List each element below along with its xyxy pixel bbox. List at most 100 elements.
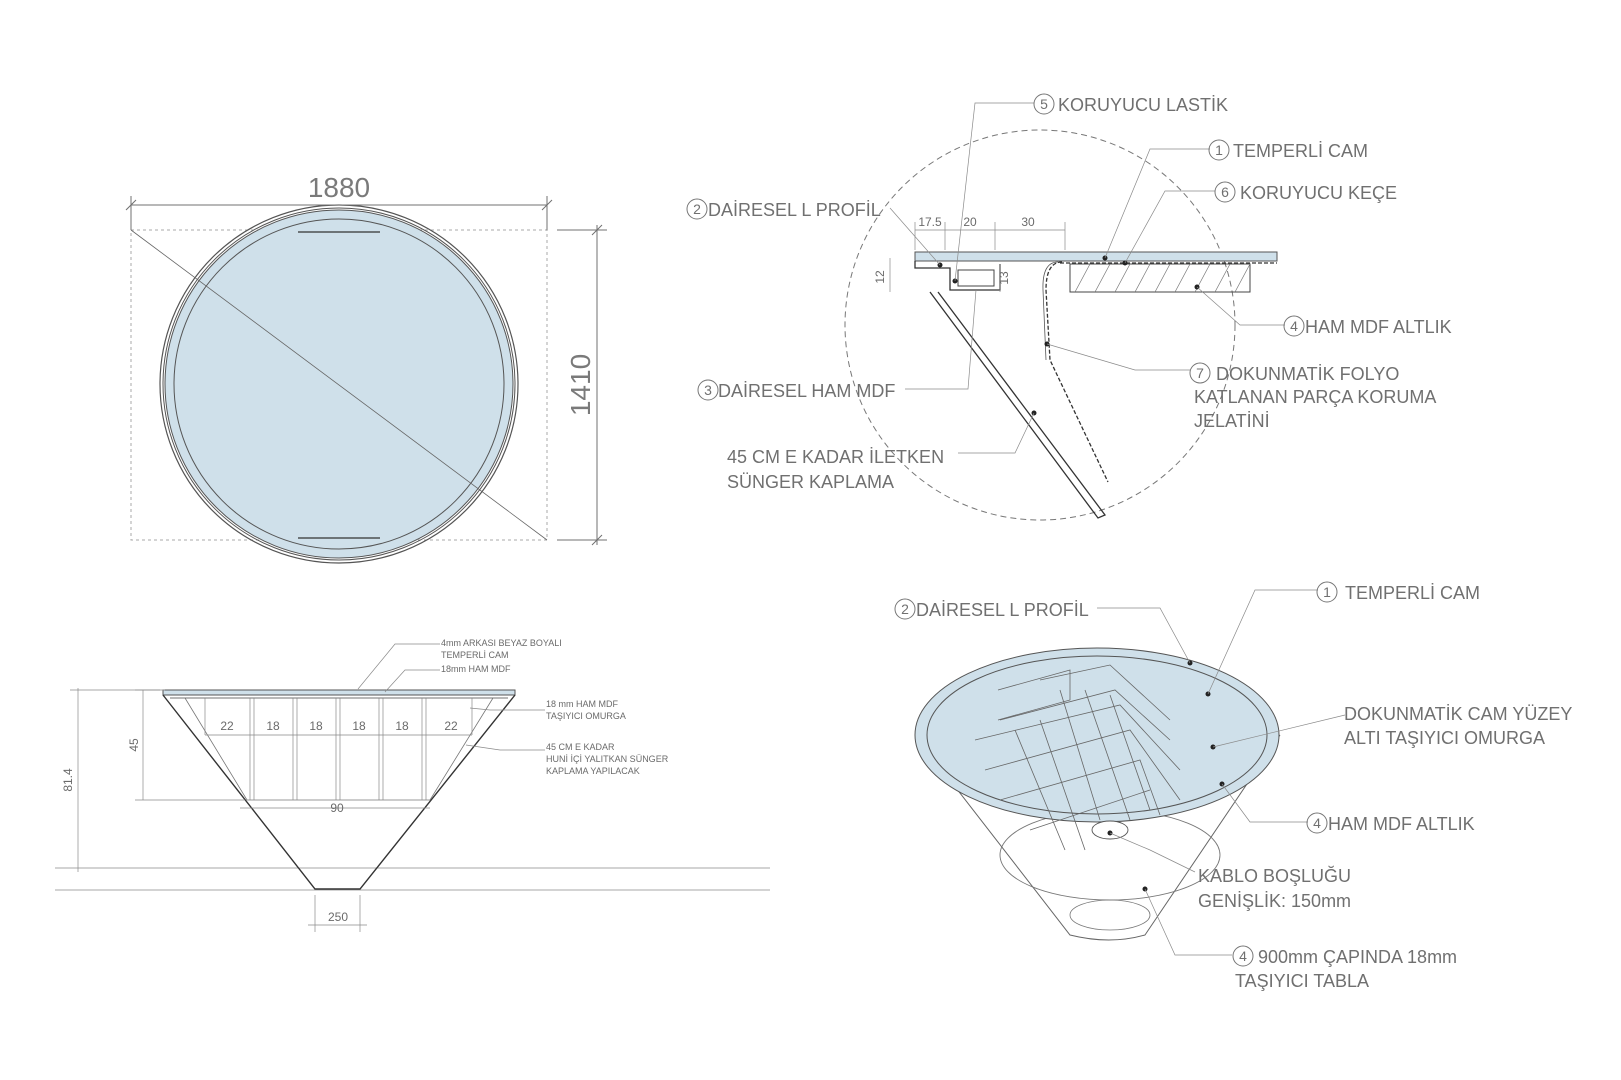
plan-view: 1880 1410 — [125, 172, 607, 564]
elev-spacing-5: 18 — [395, 719, 409, 733]
elev-note-frame-2: TAŞIYICI OMURGA — [546, 711, 626, 721]
callout-glass-label: TEMPERLİ CAM — [1233, 141, 1368, 161]
leader-felt — [1124, 190, 1215, 264]
elev-spacing-6: 22 — [444, 719, 458, 733]
persp-profile-label: DAİRESEL L PROFİL — [916, 600, 1089, 620]
callout-5-num: 5 — [1040, 96, 1048, 112]
detail-mdf-hatch — [1074, 263, 1251, 293]
persp-cone — [914, 734, 1281, 941]
elev-spacing-2: 18 — [266, 719, 280, 733]
callout-sponge-label-1: 45 CM E KADAR İLETKEN — [727, 447, 944, 467]
callout-6-circle — [1214, 181, 1236, 203]
persp-callout-1-circle — [1316, 581, 1338, 603]
persp-callout-4-circle — [1306, 812, 1328, 834]
detail-dim-30: 30 — [1021, 215, 1035, 229]
plan-width-label: 1880 — [308, 172, 370, 203]
persp-ribs — [974, 664, 1181, 851]
leader-mdf — [1196, 286, 1285, 326]
plan-bounding-box — [130, 229, 548, 541]
plan-inner-ring — [173, 218, 505, 550]
persp-cable-label-1: KABLO BOŞLUĞU — [1198, 865, 1351, 886]
persp-cable-hole — [1091, 820, 1129, 840]
detail-dim-20: 20 — [963, 215, 977, 229]
elev-leader-sponge — [465, 744, 545, 751]
callout-foil-label-2: KATLANAN PARÇA KORUMA — [1194, 387, 1436, 407]
callout-2-num: 2 — [693, 201, 701, 217]
detail-mdf-round — [957, 269, 995, 287]
elev-note-sponge-3: KAPLAMA YAPILACAK — [546, 766, 640, 776]
persp-glass-disc — [914, 647, 1280, 823]
callout-3-num: 3 — [704, 382, 712, 398]
elev-spacing-1: 22 — [220, 719, 234, 733]
elev-leader-frame — [469, 707, 545, 711]
detail-circle — [844, 129, 1236, 521]
plan-depth-label: 1410 — [565, 354, 596, 416]
plan-ring-2 — [162, 207, 516, 561]
leader-foil — [1046, 343, 1190, 371]
detail-mdf-base — [1069, 263, 1251, 293]
persp-callout-2-num: 2 — [901, 601, 909, 617]
elevation-cone — [162, 694, 516, 890]
callout-5-circle — [1033, 93, 1055, 115]
persp-callout-plate-num: 4 — [1239, 948, 1247, 964]
persp-callout-1-num: 1 — [1323, 584, 1331, 600]
persp-leader-profile — [1097, 607, 1191, 664]
elev-inner-height: 45 — [127, 738, 141, 752]
detail-dim-17-5: 17.5 — [918, 215, 942, 229]
callout-6-num: 6 — [1221, 184, 1229, 200]
persp-callout-2-circle — [894, 598, 916, 620]
callout-felt-label: KORUYUCU KEÇE — [1240, 183, 1397, 203]
callout-foil-label-3: JELATİNİ — [1194, 411, 1270, 431]
elev-spacing-3: 18 — [309, 719, 323, 733]
callout-foil-label-1: DOKUNMATİK FOLYO — [1216, 364, 1399, 384]
leader-rubber — [954, 102, 1034, 282]
depth-dim-tick-top — [591, 224, 603, 236]
callout-rubber-label: KORUYUCU LASTİK — [1058, 95, 1228, 115]
callout-7-circle — [1189, 362, 1211, 384]
leader-glass — [1104, 148, 1210, 259]
perspective-view: 2 DAİRESEL L PROFİL 1 TEMPERLİ CAM DOKUN… — [894, 581, 1572, 991]
persp-leader-plate — [1144, 888, 1232, 956]
width-dim-tick-left — [125, 199, 137, 211]
callout-sponge-label-2: SÜNGER KAPLAMA — [727, 472, 894, 492]
detail-glass — [914, 251, 1278, 262]
elev-note-sponge-2: HUNİ İÇİ YALITKAN SÜNGER — [546, 754, 669, 764]
callout-1-circle — [1208, 139, 1230, 161]
persp-frame-label-2: ALTI TAŞIYICI OMURGA — [1344, 728, 1545, 748]
persp-cable-label-2: GENİŞLİK: 150mm — [1198, 891, 1351, 911]
elevation-glass — [162, 689, 516, 696]
callout-7-num: 7 — [1196, 365, 1204, 381]
leader-profile — [889, 207, 941, 266]
callout-1-num: 1 — [1215, 142, 1223, 158]
depth-dim-tick-bottom — [591, 534, 603, 546]
persp-frame-label-1: DOKUNMATİK CAM YÜZEY — [1344, 704, 1572, 724]
persp-callout-plate-circle — [1232, 945, 1254, 967]
callout-4-num: 4 — [1290, 318, 1298, 334]
plan-glass-disc — [164, 209, 514, 559]
persp-mdf-label: HAM MDF ALTLIK — [1328, 814, 1475, 834]
persp-plate-label-2: TAŞIYICI TABLA — [1235, 971, 1369, 991]
elev-note-frame-1: 18 mm HAM MDF — [546, 699, 619, 709]
callout-mdf-round-label: DAİRESEL HAM MDF — [718, 381, 895, 401]
elev-note-glass-2: TEMPERLİ CAM — [441, 650, 509, 660]
elev-total-height: 81.4 — [61, 768, 75, 792]
persp-leader-mdf — [1221, 783, 1308, 823]
elev-note-glass-1: 4mm ARKASI BEYAZ BOYALI — [441, 638, 562, 648]
detail-foil-edge — [1042, 261, 1059, 361]
elevation-inner-cone — [184, 697, 494, 801]
persp-leader-cable — [1109, 832, 1196, 873]
elev-note-mdf: 18mm HAM MDF — [441, 664, 511, 674]
elev-spacing-4: 18 — [352, 719, 366, 733]
callout-mdf-label: HAM MDF ALTLIK — [1305, 317, 1452, 337]
callout-4-circle — [1283, 315, 1305, 337]
leader-mdf-round — [905, 289, 977, 390]
persp-base-ring — [1069, 899, 1151, 931]
elev-inner-width: 90 — [330, 801, 344, 815]
detail-dim-13: 13 — [997, 271, 1011, 285]
persp-inner-rim — [926, 655, 1268, 815]
elev-note-sponge-1: 45 CM E KADAR — [546, 742, 615, 752]
persp-leader-glass — [1207, 589, 1318, 695]
leader-sponge — [958, 412, 1035, 454]
detail-section: 17.5 20 30 12 13 5 KORUYUCU LASTİK 1 TEM… — [686, 93, 1452, 521]
